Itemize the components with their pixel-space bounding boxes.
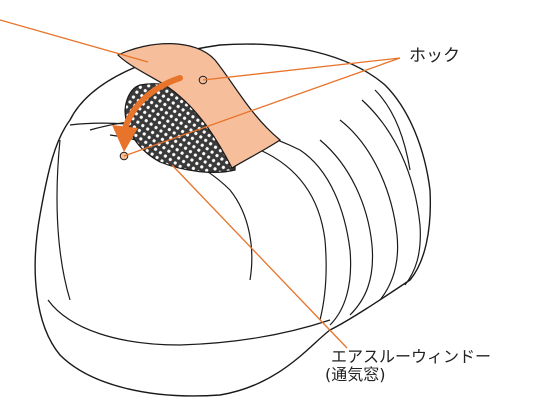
air-window-label-main: エアスルーウィンドー [331, 348, 491, 366]
air-window-label-note: (通気窓) [325, 366, 491, 384]
hook-label: ホック [409, 47, 460, 67]
air-window-label: エアスルーウィンドー (通気窓) [331, 348, 491, 385]
